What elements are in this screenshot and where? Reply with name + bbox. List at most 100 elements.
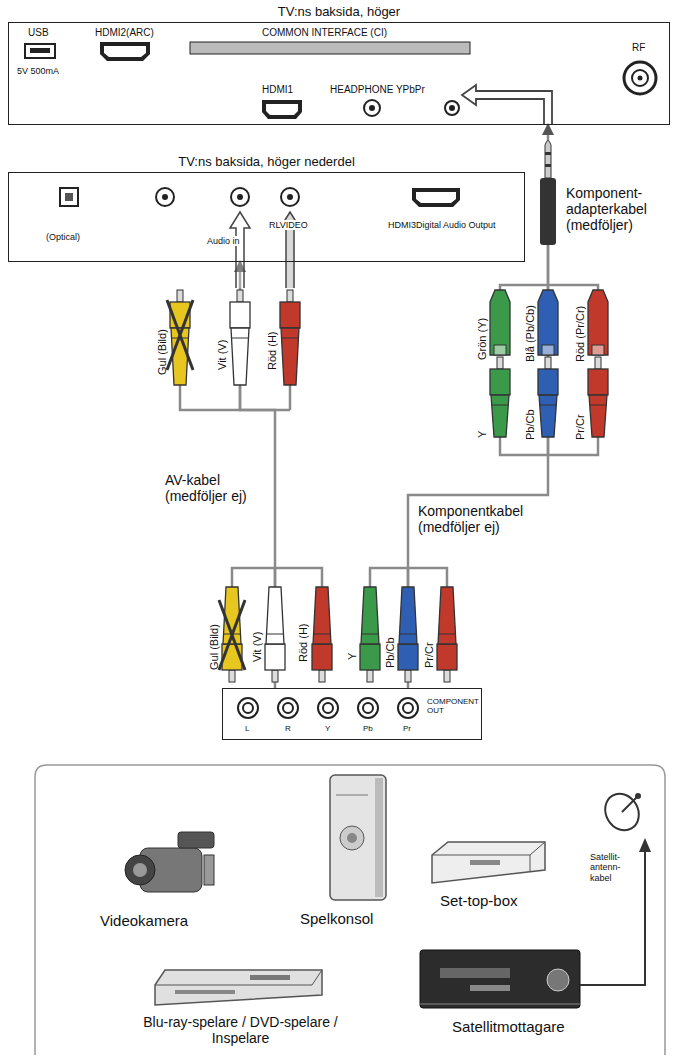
socket-mouth (592, 345, 604, 355)
port-label: Y (325, 724, 330, 733)
plug-body (589, 395, 607, 437)
plug-collar (360, 644, 380, 670)
cable-label: AV-kabel (medföljer ej) (165, 472, 273, 504)
rca-port (156, 188, 174, 206)
receiver-knob (547, 969, 569, 991)
plug-label: Röd (H) (266, 331, 279, 370)
cross-mark (219, 600, 245, 670)
cable-label: Komponentkabel (medföljer ej) (418, 503, 540, 535)
rf-port (632, 70, 648, 86)
rf-port (624, 62, 656, 94)
port-rating: 5V 500mA (17, 66, 59, 76)
jack-hole (449, 105, 455, 111)
port-label: RLVIDEO (268, 220, 309, 230)
rca-socket (363, 703, 373, 713)
plug-label: Vit (V) (251, 632, 264, 662)
cable (180, 385, 290, 410)
plug-body (231, 328, 249, 385)
plug-label: Y (346, 653, 359, 660)
player-buttons (250, 975, 290, 980)
satellite-dish (599, 788, 646, 837)
plug-label: Pb/Cb (384, 637, 397, 668)
cable (547, 245, 550, 292)
camcorder-lens (125, 855, 155, 885)
socket-mouth (542, 345, 554, 355)
device-bracket (35, 765, 665, 1055)
bluray-player (155, 970, 322, 1005)
cable (407, 568, 410, 587)
port-label: HEADPHONE YPbPr (330, 84, 425, 96)
plug-pin (444, 670, 450, 682)
plug-label: Grön (Y) (476, 318, 489, 360)
rca-socket (323, 703, 333, 713)
port-label: Pb (363, 724, 373, 733)
plug-ring (540, 405, 556, 406)
jack-hole (369, 105, 375, 111)
game-console (330, 775, 386, 900)
plug-pin (497, 357, 503, 369)
plug-label: Röd (Pr/Cr) (574, 306, 587, 362)
rca-port (162, 194, 168, 200)
device-name: Spelkonsol (300, 910, 373, 927)
plug-collar (265, 644, 285, 670)
plug-pin (177, 290, 183, 302)
cable-connector (408, 125, 548, 688)
hdmi-port (100, 42, 150, 61)
plug-pin (272, 670, 278, 682)
plug-collar (538, 369, 558, 395)
adapter-socket (538, 290, 558, 355)
plug-pin (319, 670, 325, 682)
plug-pin (545, 357, 551, 369)
port-label: HDMI1 (262, 84, 293, 96)
receiver-buttons (470, 985, 510, 991)
plug-collar (312, 644, 332, 670)
insert-arrow (462, 85, 552, 125)
plug-collar (280, 302, 300, 328)
output-panel: COMPONENT OUT (222, 688, 482, 740)
plug-collar (398, 644, 418, 670)
tv-panel: TV:ns baksida, höger nederdel (8, 172, 525, 262)
plug-ring (282, 338, 298, 339)
rca-port (287, 194, 293, 200)
hdmi-port (266, 104, 298, 115)
camcorder-lens (133, 863, 147, 877)
plug-pin (237, 290, 243, 302)
rca-socket (283, 703, 293, 713)
cable (547, 437, 550, 455)
plug-pin (405, 670, 411, 682)
port-label: Audio in (206, 236, 241, 246)
rca-port (237, 194, 243, 200)
plug-label: Pr/Cr (574, 414, 587, 440)
cable (370, 568, 447, 587)
port-label: USB (28, 27, 49, 39)
optical-port (60, 188, 78, 206)
cross-mark (167, 300, 193, 370)
plug-label: Gul (Bild) (208, 624, 221, 670)
plug-collar (437, 644, 457, 670)
hdmi-port (412, 188, 460, 207)
plug-pin (287, 290, 293, 302)
dish (599, 788, 646, 837)
rca-port (281, 188, 299, 206)
ci-slot (190, 42, 470, 54)
console-slot (336, 795, 368, 796)
jack-tip (545, 141, 551, 179)
device-name: Videokamera (100, 912, 188, 929)
device-name: Blu-ray-spelare / DVD-spelare / Inspelar… (138, 1014, 343, 1046)
rca-socket (398, 698, 418, 718)
plug-ring (590, 405, 606, 406)
rf-port (638, 76, 643, 81)
plug-pin (367, 670, 373, 682)
adapter-socket (490, 290, 510, 355)
receiver-rim (420, 1004, 580, 1005)
jack-body (540, 178, 556, 245)
adapter-socket (588, 290, 608, 355)
plug-pin (229, 670, 235, 682)
panel-heading: TV:ns baksida, höger (9, 4, 669, 19)
camcorder-viewfinder (178, 832, 214, 848)
player-edge (312, 970, 322, 985)
port-label: RF (632, 42, 645, 54)
port-label: L (245, 724, 249, 733)
stb-edge (530, 855, 531, 872)
port-label: COMMON INTERFACE (CI) (262, 27, 387, 39)
